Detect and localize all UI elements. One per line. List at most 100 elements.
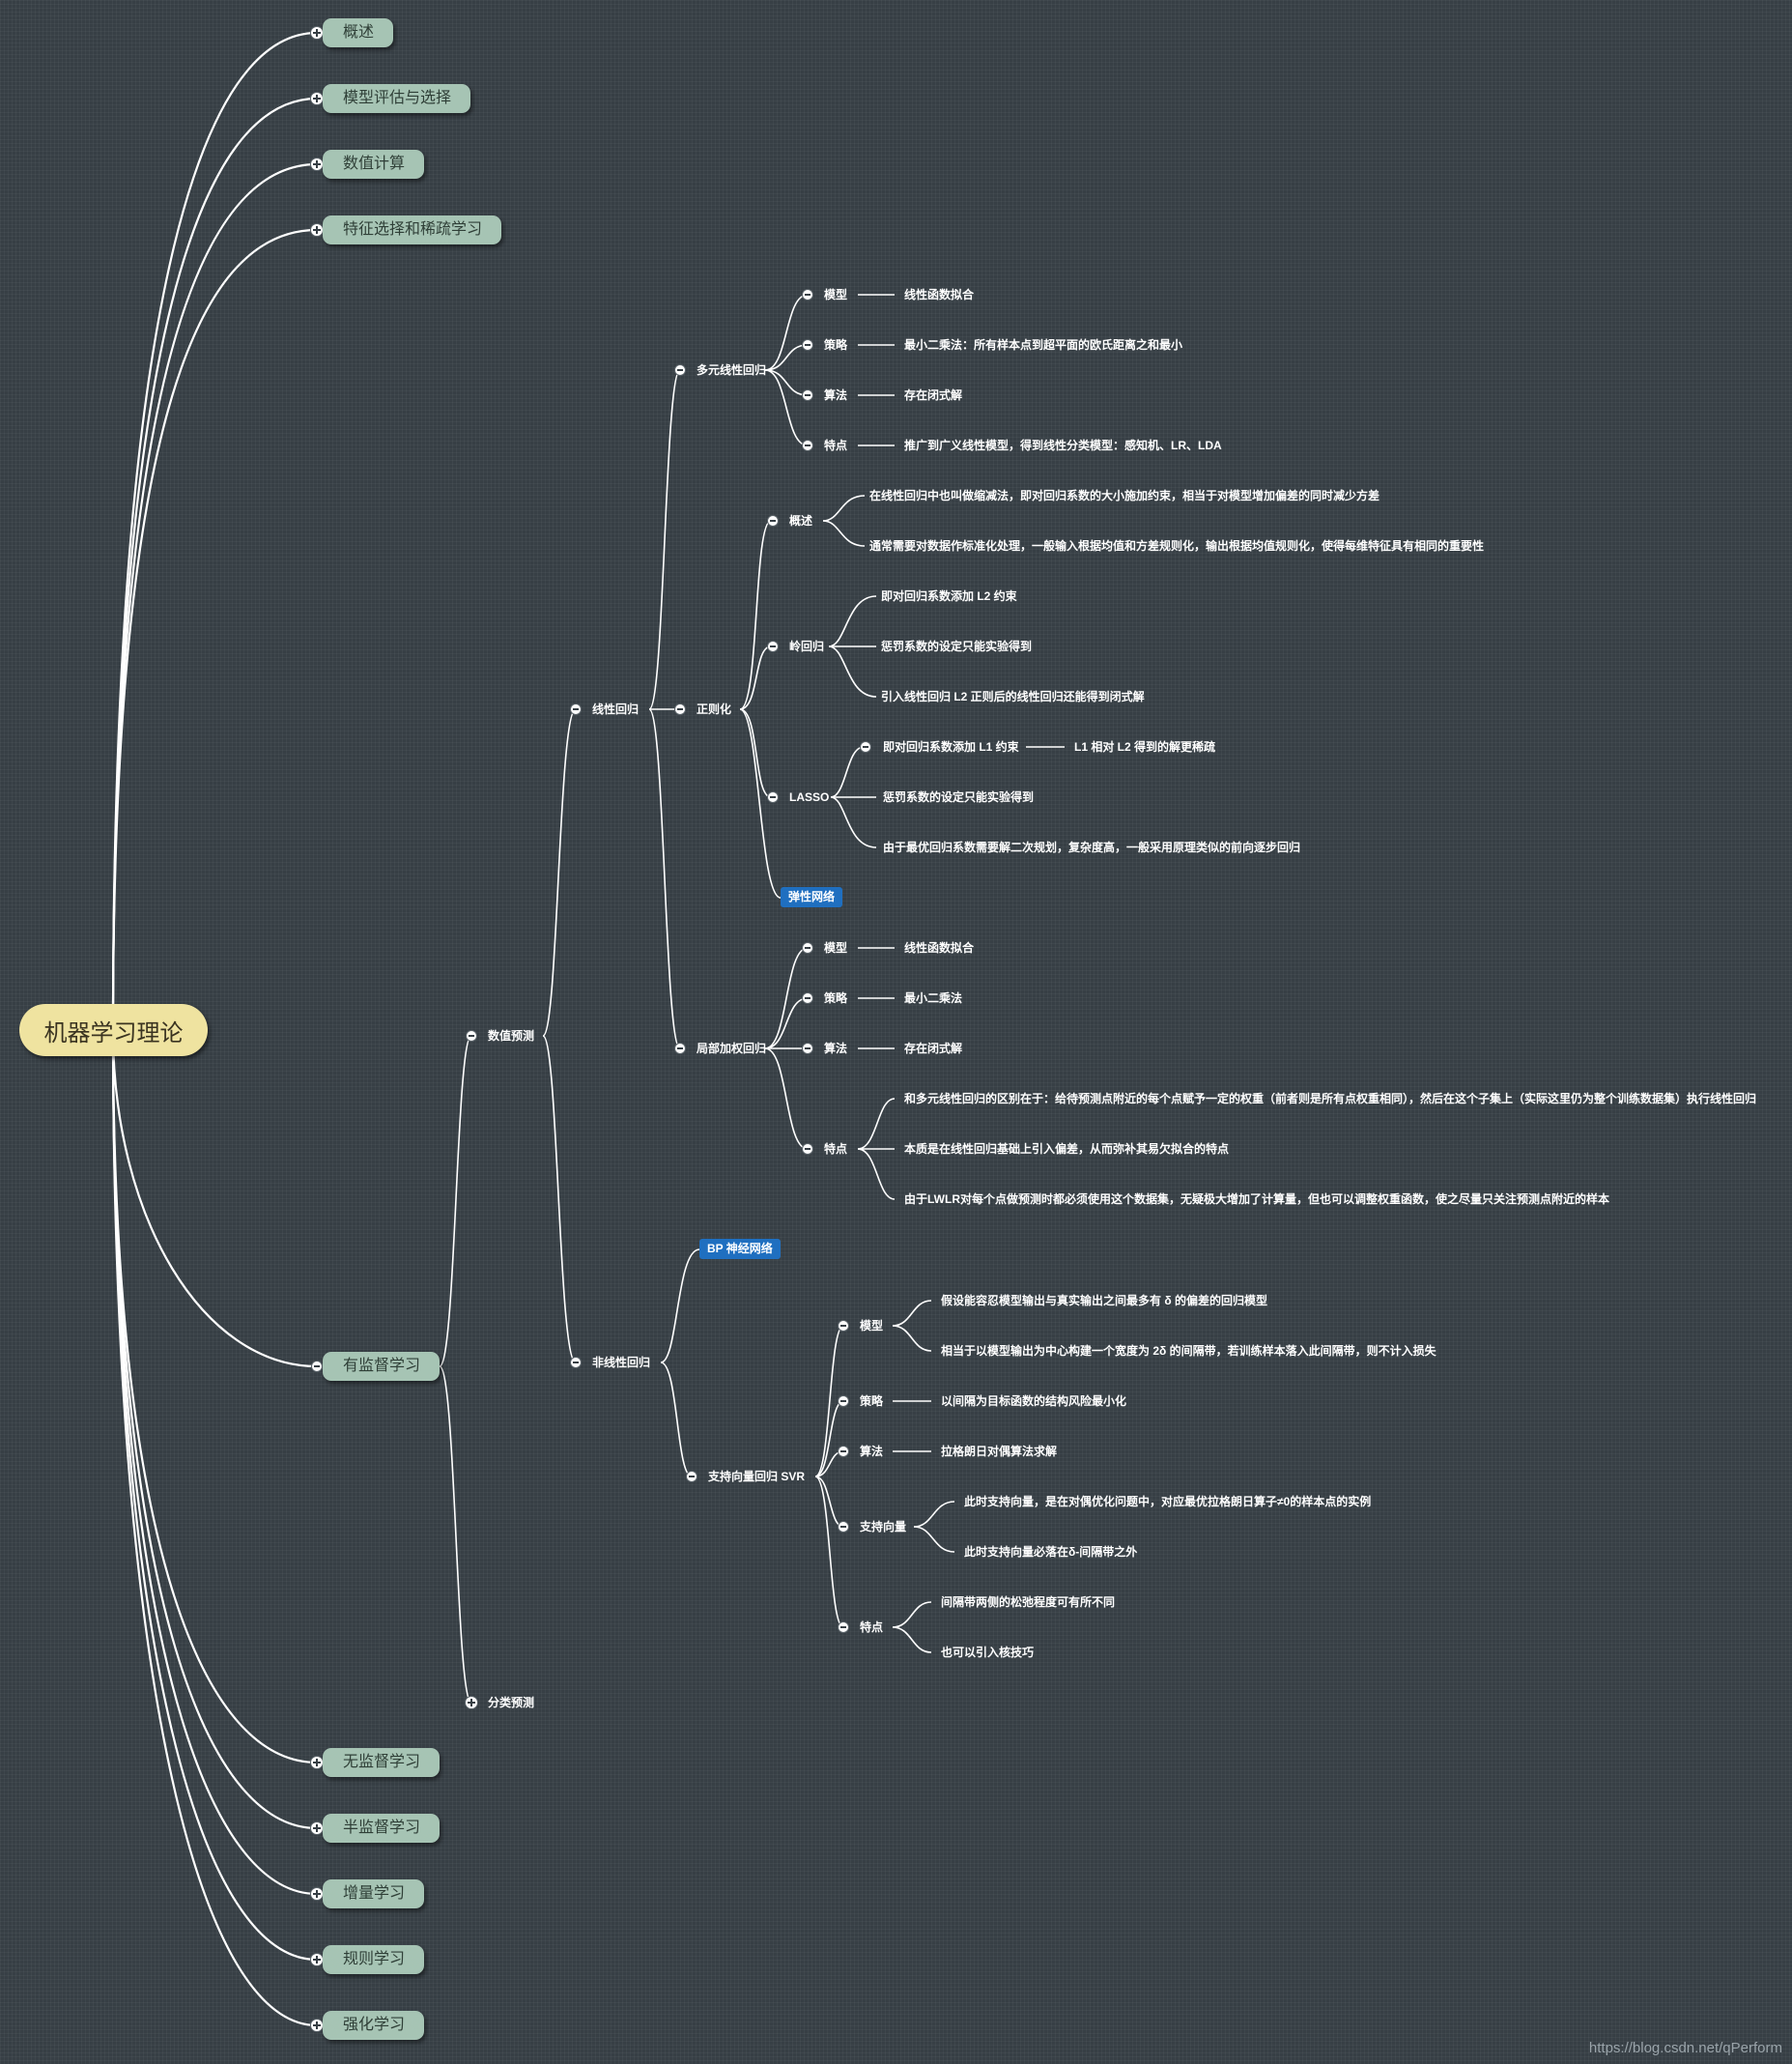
- collapse-icon[interactable]: [571, 1358, 581, 1367]
- collapse-icon[interactable]: [803, 943, 812, 953]
- collapse-icon[interactable]: [839, 1396, 848, 1406]
- node-lasso-l1[interactable]: 即对回归系数添加 L1 约束: [883, 740, 1019, 754]
- badge-elastic-net[interactable]: 弹性网络: [781, 887, 843, 907]
- collapse-icon[interactable]: [675, 365, 685, 375]
- leaf-text: 推广到广义线性模型，得到线性分类模型：感知机、LR、LDA: [904, 439, 1222, 452]
- node-strategy[interactable]: 策略: [824, 991, 848, 1005]
- node-lasso[interactable]: LASSO: [789, 790, 830, 804]
- node-reg-overview[interactable]: 概述: [789, 514, 813, 528]
- collapse-icon[interactable]: [839, 1321, 848, 1331]
- node-model[interactable]: 模型: [824, 941, 848, 955]
- collapse-icon[interactable]: [675, 1044, 685, 1053]
- expand-icon[interactable]: [311, 1954, 323, 1965]
- leaf-text: 也可以引入核技巧: [941, 1646, 1035, 1659]
- node-strategy[interactable]: 策略: [824, 338, 848, 352]
- expand-icon[interactable]: [311, 1757, 323, 1768]
- branch-incremental-learning[interactable]: 增量学习: [323, 1879, 425, 1908]
- leaf-text: L1 相对 L2 得到的解更稀疏: [1074, 740, 1216, 754]
- leaf-text: 在线性回归中也叫做缩减法，即对回归系数的大小施加约束，相当于对模型增加偏差的同时…: [869, 489, 1380, 502]
- root-node[interactable]: 机器学习理论: [19, 1004, 208, 1056]
- branch-model-evaluation[interactable]: 模型评估与选择: [323, 84, 471, 113]
- leaf-text: 即对回归系数添加 L2 约束: [881, 589, 1017, 603]
- collapse-icon[interactable]: [571, 704, 581, 714]
- collapse-icon[interactable]: [312, 1362, 322, 1371]
- node-linear-regression[interactable]: 线性回归: [592, 702, 640, 716]
- branch-unsupervised-learning[interactable]: 无监督学习: [323, 1748, 441, 1777]
- branch-semi-supervised-learning[interactable]: 半监督学习: [323, 1814, 441, 1843]
- node-classification-prediction[interactable]: 分类预测: [488, 1696, 535, 1709]
- collapse-icon[interactable]: [803, 1044, 812, 1053]
- leaf-text: 存在闭式解: [904, 388, 963, 402]
- collapse-icon[interactable]: [675, 704, 685, 714]
- leaf-text: 线性函数拟合: [904, 941, 975, 955]
- collapse-icon[interactable]: [768, 642, 778, 651]
- collapse-icon[interactable]: [803, 993, 812, 1003]
- leaf-text: 最小二乘法：所有样本点到超平面的欧氏距离之和最小: [904, 338, 1183, 352]
- branch-numerical-computation[interactable]: 数值计算: [323, 150, 425, 179]
- expand-icon[interactable]: [466, 1697, 477, 1708]
- leaf-text: 引入线性回归 L2 正则后的线性回归还能得到闭式解: [881, 690, 1145, 703]
- branch-overview[interactable]: 概述: [323, 18, 394, 47]
- node-feature[interactable]: 特点: [824, 439, 848, 452]
- leaf-text: 此时支持向量，是在对偶优化问题中，对应最优拉格朗日算子≠0的样本点的实例: [964, 1495, 1372, 1508]
- node-svr[interactable]: 支持向量回归 SVR: [708, 1470, 806, 1483]
- branch-reinforcement-learning[interactable]: 强化学习: [323, 2011, 425, 2040]
- leaf-text: 和多元线性回归的区别在于：给待预测点附近的每个点赋予一定的权重（前者则是所有点权…: [904, 1092, 1757, 1105]
- node-model[interactable]: 模型: [860, 1319, 884, 1333]
- watermark: https://blog.csdn.net/qPerform: [1588, 2040, 1782, 2056]
- collapse-icon[interactable]: [803, 441, 812, 450]
- node-algorithm[interactable]: 算法: [824, 1042, 848, 1055]
- leaf-text: 假设能容忍模型输出与真实输出之间最多有 δ 的偏差的回归模型: [941, 1294, 1267, 1307]
- collapse-icon[interactable]: [687, 1472, 697, 1481]
- branch-rule-learning[interactable]: 规则学习: [323, 1945, 425, 1974]
- branch-feature-selection[interactable]: 特征选择和稀疏学习: [323, 215, 502, 244]
- leaf-text: 拉格朗日对偶算法求解: [941, 1445, 1058, 1458]
- node-ridge-regression[interactable]: 岭回归: [789, 640, 825, 653]
- collapse-icon[interactable]: [839, 1522, 848, 1532]
- collapse-icon[interactable]: [861, 742, 870, 752]
- node-model[interactable]: 模型: [824, 288, 848, 301]
- collapse-icon[interactable]: [768, 516, 778, 526]
- node-feature[interactable]: 特点: [824, 1142, 848, 1156]
- node-multi-linear-regression[interactable]: 多元线性回归: [697, 363, 767, 377]
- collapse-icon[interactable]: [803, 390, 812, 400]
- node-strategy[interactable]: 策略: [860, 1394, 884, 1408]
- leaf-text: 存在闭式解: [904, 1042, 963, 1055]
- leaf-text: 相当于以模型输出为中心构建一个宽度为 2δ 的间隔带，若训练样本落入此间隔带，则…: [941, 1344, 1436, 1358]
- leaf-text: 最小二乘法: [904, 991, 963, 1005]
- collapse-icon[interactable]: [467, 1031, 476, 1041]
- collapse-icon[interactable]: [768, 792, 778, 802]
- expand-icon[interactable]: [311, 1822, 323, 1834]
- collapse-icon[interactable]: [839, 1622, 848, 1632]
- leaf-text: 由于LWLR对每个点做预测时都必须使用这个数据集，无疑极大增加了计算量，但也可以…: [904, 1192, 1609, 1206]
- expand-icon[interactable]: [311, 27, 323, 39]
- expand-icon[interactable]: [311, 1888, 323, 1900]
- leaf-text: 线性函数拟合: [904, 288, 975, 301]
- collapse-icon[interactable]: [839, 1447, 848, 1456]
- collapse-icon[interactable]: [803, 340, 812, 350]
- expand-icon[interactable]: [311, 224, 323, 236]
- leaf-text: 此时支持向量必落在δ-间隔带之外: [964, 1545, 1138, 1559]
- node-regularization[interactable]: 正则化: [697, 702, 732, 716]
- node-support-vector[interactable]: 支持向量: [860, 1520, 907, 1534]
- leaf-text: 以间隔为目标函数的结构风险最小化: [941, 1394, 1127, 1408]
- leaf-text: 惩罚系数的设定只能实验得到: [881, 640, 1033, 653]
- badge-bp-neural-network[interactable]: BP 神经网络: [699, 1239, 781, 1259]
- leaf-text: 间隔带两侧的松弛程度可有所不同: [941, 1595, 1116, 1609]
- node-algorithm[interactable]: 算法: [824, 388, 848, 402]
- expand-icon[interactable]: [311, 2020, 323, 2031]
- expand-icon[interactable]: [311, 93, 323, 104]
- node-nonlinear-regression[interactable]: 非线性回归: [592, 1356, 651, 1369]
- leaf-text: 通常需要对数据作标准化处理，一般输入根据均值和方差规则化，输出根据均值规则化，使…: [869, 539, 1485, 553]
- node-algorithm[interactable]: 算法: [860, 1445, 884, 1458]
- branch-supervised-learning[interactable]: 有监督学习: [323, 1352, 441, 1381]
- node-value-prediction[interactable]: 数值预测: [488, 1029, 535, 1043]
- collapse-icon[interactable]: [803, 290, 812, 300]
- leaf-text: 由于最优回归系数需要解二次规划，复杂度高，一般采用原理类似的前向逐步回归: [883, 841, 1301, 854]
- node-lwlr[interactable]: 局部加权回归: [697, 1042, 767, 1055]
- expand-icon[interactable]: [311, 158, 323, 170]
- node-feature[interactable]: 特点: [860, 1620, 884, 1634]
- leaf-text: 本质是在线性回归基础上引入偏差，从而弥补其易欠拟合的特点: [904, 1142, 1230, 1156]
- collapse-icon[interactable]: [803, 1144, 812, 1154]
